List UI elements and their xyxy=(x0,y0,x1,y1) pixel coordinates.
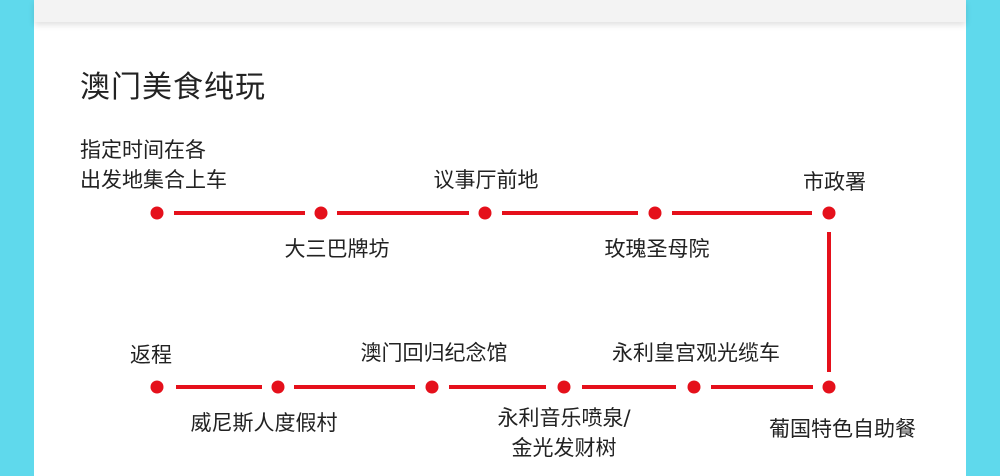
stop-label-s2: 大三巴牌坊 xyxy=(284,237,390,261)
stop-label-s4: 玫瑰圣母院 xyxy=(604,237,710,261)
stop-dot-s10 xyxy=(271,380,285,394)
stop-dot-s11 xyxy=(150,380,164,394)
stop-dot-s2 xyxy=(314,206,328,220)
stop-dot-s4 xyxy=(648,206,662,220)
stop-dot-s3 xyxy=(478,206,492,220)
page-title: 澳门美食纯玩 xyxy=(80,70,266,105)
stop-dot-s7 xyxy=(687,380,701,394)
stop-label-s7: 永利皇宫观光缆车 xyxy=(612,341,780,365)
itinerary-card: 澳门美食纯玩 指定时间在各 出发地集合上车 大三巴牌坊 议事厅前地 玫瑰圣母院 … xyxy=(34,0,966,476)
stop-label-s1: 指定时间在各 出发地集合上车 xyxy=(80,138,227,192)
stop-label-s5: 市政署 xyxy=(803,170,866,194)
stop-dot-s1 xyxy=(150,206,164,220)
stop-label-s6: 葡国特色自助餐 xyxy=(769,417,916,441)
stop-dot-s9 xyxy=(425,380,439,394)
stop-label-s11: 返程 xyxy=(130,343,172,367)
stop-label-s3: 议事厅前地 xyxy=(433,168,539,192)
stop-dot-s5 xyxy=(822,206,836,220)
route-diagram xyxy=(150,206,836,394)
stop-label-s10: 威尼斯人度假村 xyxy=(190,411,338,435)
stop-label-s9: 澳门回归纪念馆 xyxy=(360,341,508,365)
stop-label-s8: 永利音乐喷泉/ 金光发财树 xyxy=(497,406,631,460)
stop-dot-s6 xyxy=(822,380,836,394)
stop-dot-s8 xyxy=(557,380,571,394)
top-divider xyxy=(34,0,966,22)
